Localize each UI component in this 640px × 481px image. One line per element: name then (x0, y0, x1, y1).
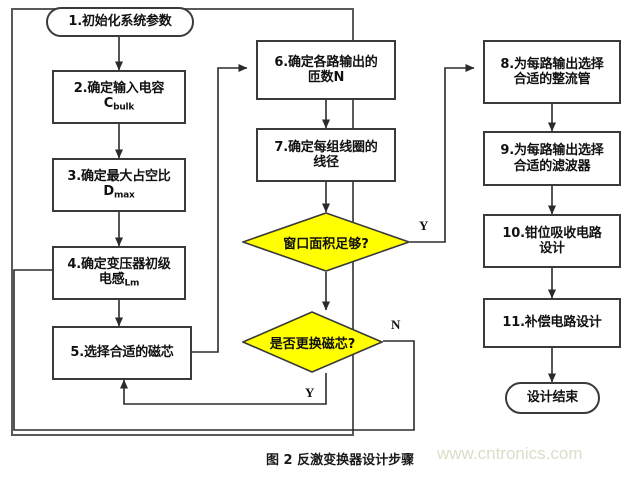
node-decision-change-core[interactable]: 是否更换磁芯? (242, 311, 383, 373)
node-step-4[interactable]: 4.确定变压器初级 电感Lm (52, 246, 186, 300)
node-step-6-line1: 6.确定各路输出的 (274, 54, 378, 70)
node-end-label: 设计结束 (526, 389, 579, 405)
node-step-3-symbol: D (103, 184, 114, 200)
figure-caption: 图 2 反激变换器设计步骤 (266, 453, 415, 468)
node-step-4-symbol: 电感 (98, 272, 125, 288)
node-step-9-line2: 合适的滤波器 (513, 158, 591, 174)
node-step-10[interactable]: 10.钳位吸收电路 设计 (483, 214, 621, 268)
node-step-2-symbol: C (103, 96, 114, 112)
node-step-8-line2: 合适的整流管 (513, 72, 591, 87)
node-step-4-subscript: Lm (124, 278, 140, 289)
decision-diamond-shape-2 (242, 311, 383, 373)
node-step-8-line1: 8.为每路输出选择 (500, 56, 604, 72)
node-step-7-line1: 7.确定每组线圈的 (274, 139, 378, 155)
site-watermark: www.cntronics.com (437, 444, 583, 463)
node-start-label: 1.初始化系统参数 (68, 13, 172, 29)
node-step-2[interactable]: 2.确定输入电容 Cbulk (52, 70, 186, 124)
node-step-6[interactable]: 6.确定各路输出的 匝数N (256, 40, 396, 100)
decision-diamond-shape (242, 212, 410, 272)
branch-label-decision2-yes: Y (305, 385, 315, 400)
node-step-7[interactable]: 7.确定每组线圈的 线径 (256, 128, 396, 182)
node-decision-window-area[interactable]: 窗口面积足够? (242, 212, 410, 272)
node-step-4-line2: 电感Lm (67, 272, 170, 289)
node-step-11-label: 11.补偿电路设计 (502, 315, 602, 331)
node-step-5-label: 5.选择合适的磁芯 (70, 345, 174, 361)
node-step-9-line1: 9.为每路输出选择 (500, 143, 604, 159)
node-step-3-subscript: max (113, 190, 135, 201)
node-step-3-line2: Dmax (67, 184, 170, 201)
node-step-7-line2: 线径 (313, 155, 339, 170)
node-decision-change-core-label: 是否更换磁芯? (269, 336, 356, 352)
node-start[interactable]: 1.初始化系统参数 (46, 7, 194, 37)
branch-label-decision2-no: N (391, 317, 401, 332)
node-decision-window-area-label: 窗口面积足够? (283, 236, 369, 252)
node-step-2-line1: 2.确定输入电容 (73, 80, 165, 96)
node-step-3[interactable]: 3.确定最大占空比 Dmax (52, 158, 186, 212)
node-step-10-line1: 10.钳位吸收电路 (502, 225, 602, 241)
branch-label-decision1-yes: Y (419, 218, 429, 233)
node-step-10-line2: 设计 (539, 241, 565, 256)
node-step-6-line2: 匝数N (307, 70, 345, 85)
node-step-2-subscript: bulk (113, 102, 135, 113)
node-step-11[interactable]: 11.补偿电路设计 (483, 298, 621, 348)
node-end[interactable]: 设计结束 (505, 382, 600, 414)
node-step-9[interactable]: 9.为每路输出选择 合适的滤波器 (483, 131, 621, 186)
node-step-5[interactable]: 5.选择合适的磁芯 (52, 326, 192, 380)
node-step-4-line1: 4.确定变压器初级 (67, 256, 171, 272)
node-step-2-line2: Cbulk (74, 96, 164, 113)
node-step-3-line1: 3.确定最大占空比 (67, 168, 171, 184)
node-step-8[interactable]: 8.为每路输出选择 合适的整流管 (483, 40, 621, 104)
